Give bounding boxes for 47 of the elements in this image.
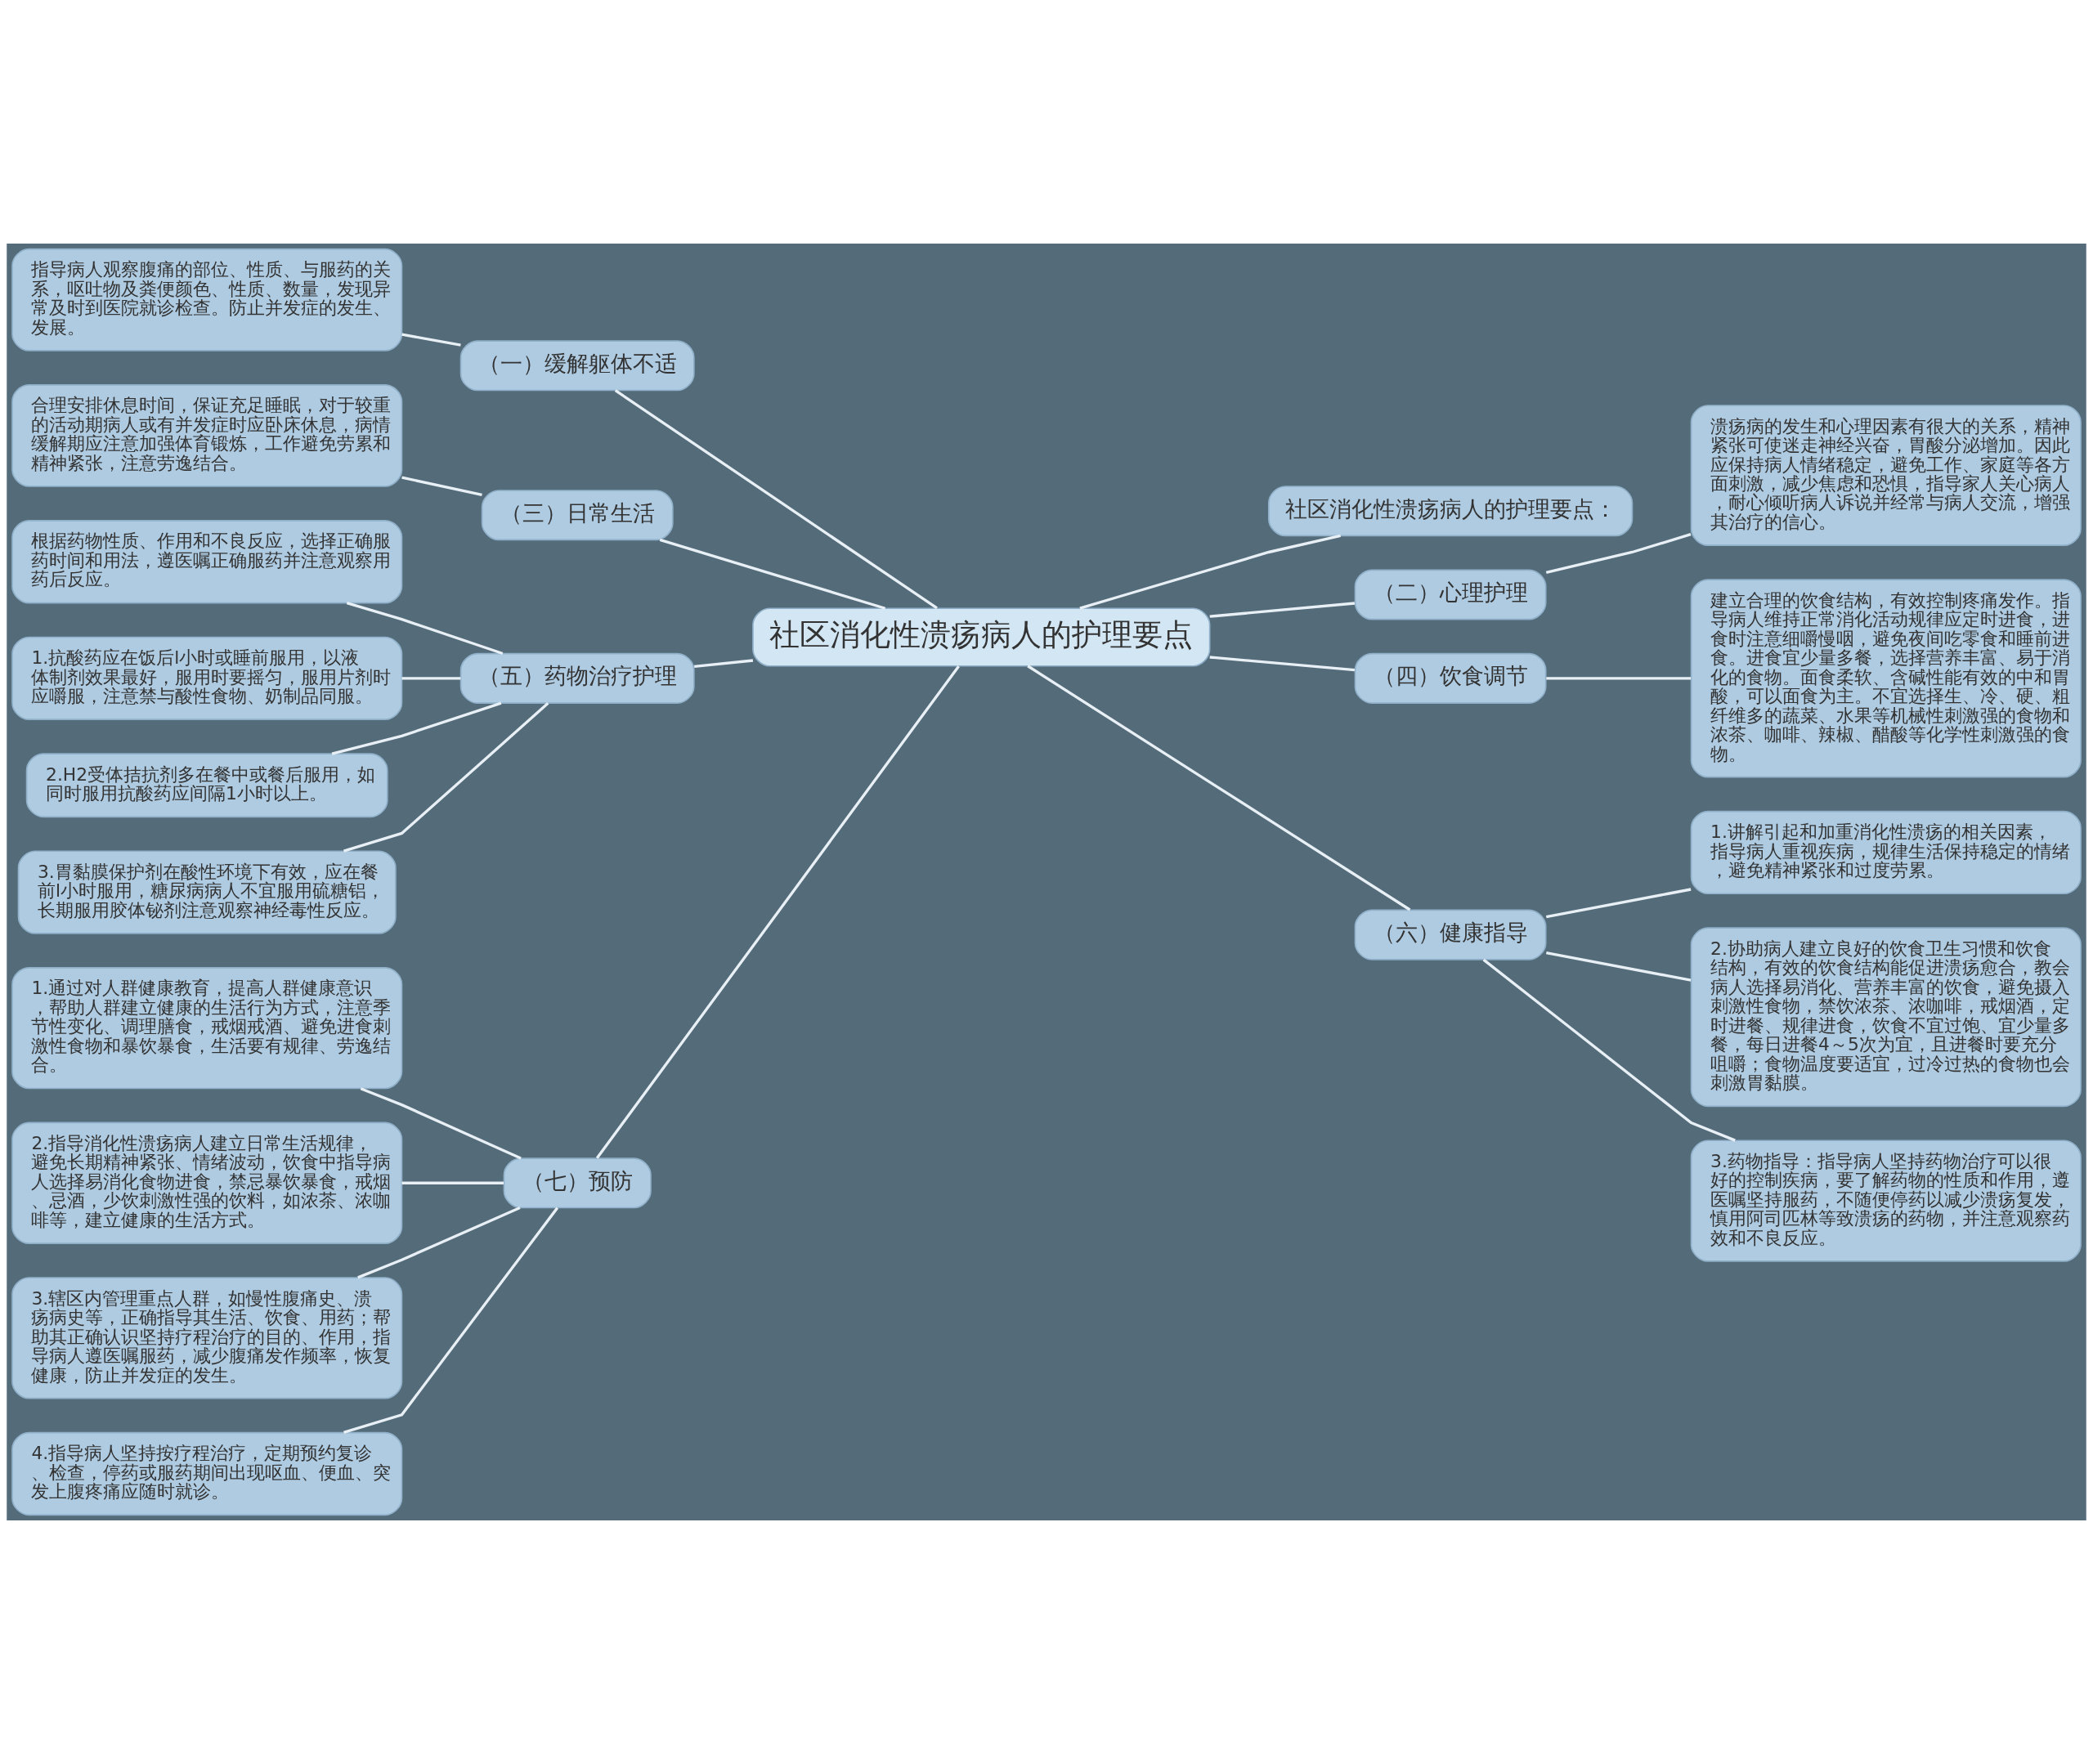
connector — [343, 702, 549, 853]
node-box: （七）预防 — [503, 1157, 652, 1209]
node-box: （六）健康指导 — [1354, 909, 1547, 960]
node-box: 社区消化性溃疡病人的护理要点 — [752, 607, 1211, 667]
node-box: 根据药物性质、作用和不良反应，选择正确服药时间和用法，遵医嘱正确服药并注意观察用药后反应。 — [11, 520, 403, 604]
connector — [360, 1087, 522, 1160]
node-box: （三）日常生活 — [481, 490, 674, 541]
connector — [346, 602, 504, 656]
connector — [1545, 533, 1692, 574]
node-box: 1.抗酸药应在饭后l小时或睡前服用，以液体制剂效果最好，服用时要摇匀，服用片剂时应嚼服，注意禁与酸性食物、奶制品同服。 — [11, 636, 403, 720]
node-box: 指导病人观察腹痛的部位、性质、与服药的关系，呕吐物及粪便颜色、性质、数量，发现异常及时到医院就诊检查。防止并发症的发生、发展。 — [11, 248, 403, 351]
connector — [1482, 958, 1736, 1142]
connector — [1546, 677, 1692, 680]
connector — [1027, 665, 1411, 911]
connector — [401, 476, 482, 496]
connector — [614, 389, 938, 610]
connector — [343, 1207, 559, 1435]
node-box: 1.讲解引起和加重消化性溃疡的相关因素，指导病人重视疾病，规律生活保持稳定的情绪，避免精神紧张和过度劳累。 — [1690, 810, 2082, 895]
node-box: 建立合理的饮食结构，有效控制疼痛发作。指导病人维持正常消化活动规律应定时进食，进食时注意细嚼慢咽，避免夜间吃零食和睡前进食。进食宜少量多餐，选择营养丰富、易于消化的食物。面食柔软、含碱性能有效的中和胃酸，可以面食为主。不宜选择生、冷、硬、粗纤维多的蔬菜、水果等机械性刺激强的食物和浓茶、咖啡、辣椒、醋酸等化学性刺激强的食物。 — [1690, 579, 2082, 778]
connector — [1209, 602, 1356, 618]
connector — [1545, 888, 1692, 919]
node-box: （二）心理护理 — [1354, 569, 1547, 620]
connector — [595, 665, 960, 1159]
connector — [659, 538, 886, 610]
node-box: 合理安排休息时间，保证充足睡眠，对于较重的活动期病人或有并发症时应卧床休息，病情缓解期应注意加强体育锻炼，工作避免劳累和精神紧张，注意劳逸结合。 — [11, 383, 403, 487]
node-box: （四）饮食调节 — [1354, 652, 1547, 704]
node-box: 2.H2受体拮抗剂多在餐中或餐后服用，如同时服用抗酸药应间隔1小时以上。 — [25, 753, 388, 818]
node-box: （一）缓解躯体不适 — [459, 340, 695, 392]
connector — [401, 1181, 504, 1184]
node-box: 3.辖区内管理重点人群，如慢性腹痛史、溃疡病史等，正确指导其生活、饮食、用药；帮助其正确认识坚持疗程治疗的目的、作用，指导病人遵医嘱服药，减少腹痛发作频率，恢复健康，防止并发症的发生。 — [11, 1277, 403, 1399]
connector — [401, 677, 461, 680]
node-box: 3.药物指导：指导病人坚持药物治疗可以很好的控制疾病，要了解药物的性质和作用，遵医嘱坚持服药，不随便停药以减少溃疡复发，慎用阿司匹林等致溃疡的药物，并注意观察药效和不良反应。 — [1690, 1139, 2082, 1262]
node-box: 1.通过对人群健康教育，提高人群健康意识，帮助人群建立健康的生活行为方式，注意季节性变化、调理膳食，戒烟戒酒、避免进食刺激性食物和暴饮暴食，生活要有规律、劳逸结合。 — [11, 967, 403, 1090]
connector — [1079, 534, 1341, 610]
node-box: 3.胃黏膜保护剂在酸性环境下有效，应在餐前l小时服用，糖尿病病人不宜服用硫糖铝，长期服用胶体铋剂注意观察神经毒性反应。 — [17, 850, 397, 934]
node-box: （五）药物治疗护理 — [459, 652, 695, 704]
connector — [1545, 951, 1692, 982]
node-box: 社区消化性溃疡病人的护理要点： — [1267, 486, 1634, 537]
connector — [357, 1207, 521, 1279]
node-box: 溃疡病的发生和心理因素有很大的关系，精神紧张可使迷走神经兴奋，胃酸分泌增加。因此应保持病人情绪稳定，避免工作、家庭等各方面刺激，减少焦虑和恐惧，指导家人关心病人，耐心倾听病人诉说并经常与病人交流，增强其治疗的信心。 — [1690, 405, 2082, 546]
node-box: 2.指导消化性溃疡病人建立日常生活规律，避免长期精神紧张、情绪波动，饮食中指导病人选择易消化食物进食，禁忌暴饮暴食，戒烟、忌酒，少饮刺激性强的饮料，如浓茶、浓咖啡等，建立健康的生活方式。 — [11, 1122, 403, 1244]
connector — [401, 333, 461, 347]
connector — [694, 659, 754, 669]
node-box: 4.指导病人坚持按疗程治疗，定期预约复诊、检查，停药或服药期间出现呕血、便血、突发上腹疼痛应随时就诊。 — [11, 1431, 403, 1516]
connector — [331, 701, 502, 755]
node-box: 2.协助病人建立良好的饮食卫生习惯和饮食结构，有效的饮食结构能促进溃疡愈合，教会病人选择易消化、营养丰富的饮食，避免摄入刺激性食物，禁饮浓茶、浓咖啡，戒烟酒，定时进餐、规律进食，饮食不宜过饱、宜少量多餐，每日进餐4～5次为宜，且进餐时要充分咀嚼；食物温度要适宜，过冷过热的食物也会刺激胃黏膜。 — [1690, 927, 2082, 1108]
connector — [1209, 656, 1356, 672]
